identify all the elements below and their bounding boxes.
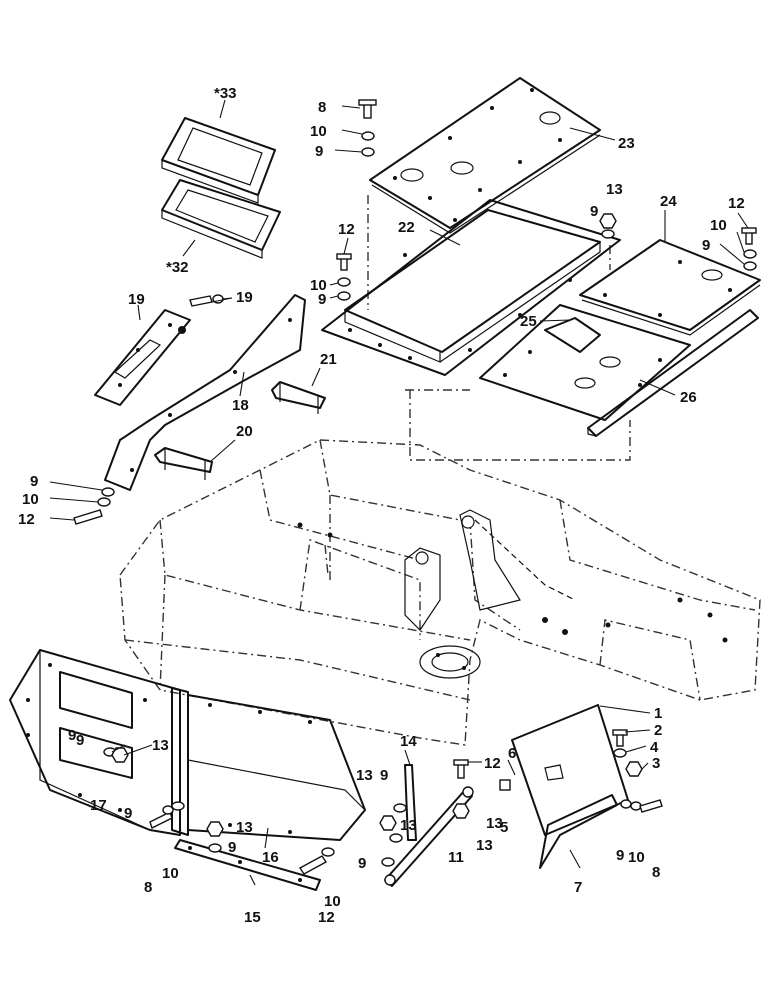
projection-lines bbox=[324, 195, 611, 576]
callout-10: 10 bbox=[324, 893, 341, 910]
callout-12: 12 bbox=[18, 511, 35, 528]
callout-10: 10 bbox=[162, 865, 179, 882]
callout-9: 9 bbox=[315, 143, 323, 160]
callout-9: 9 bbox=[30, 473, 38, 490]
angle-rail bbox=[587, 309, 759, 437]
callout-8: 8 bbox=[144, 879, 152, 896]
callout-8: 8 bbox=[318, 99, 326, 116]
lower-window-frame bbox=[161, 179, 281, 259]
callout-9: 9 bbox=[68, 727, 76, 744]
callout-labels: *33 *32 8 10 9 23 13 9 22 12 10 9 24 12 … bbox=[18, 85, 745, 926]
callout-9: 9 bbox=[358, 855, 366, 872]
callout-10: 10 bbox=[310, 277, 327, 294]
top-cover-plate bbox=[369, 77, 601, 234]
callout-19: 19 bbox=[128, 291, 145, 308]
callout-5: 5 bbox=[500, 819, 508, 836]
callout-13: 13 bbox=[152, 737, 169, 754]
lower-angle-plate bbox=[539, 794, 618, 869]
callout-21: 21 bbox=[320, 351, 337, 368]
callout-10: 10 bbox=[22, 491, 39, 508]
callout-12: 12 bbox=[484, 755, 501, 772]
upper-window-frame bbox=[161, 117, 276, 204]
callout-16: 16 bbox=[262, 849, 279, 866]
callout-9: 9 bbox=[318, 291, 326, 308]
callout-32: *32 bbox=[166, 259, 189, 276]
callout-9: 9 bbox=[124, 805, 132, 822]
chassis-frame-outline bbox=[119, 389, 761, 746]
callout-9: 9 bbox=[590, 203, 598, 220]
callout-9: 9 bbox=[76, 732, 84, 749]
small-side-panel bbox=[94, 309, 191, 406]
callout-23: 23 bbox=[618, 135, 635, 152]
callout-17: 17 bbox=[90, 797, 107, 814]
callout-12: 12 bbox=[728, 195, 745, 212]
lower-side-panel bbox=[187, 694, 366, 841]
callout-13: 13 bbox=[606, 181, 623, 198]
callout-10: 10 bbox=[310, 123, 327, 140]
rectangular-frame bbox=[321, 199, 621, 376]
callout-13: 13 bbox=[356, 767, 373, 784]
callout-9: 9 bbox=[380, 767, 388, 784]
callout-11: 11 bbox=[448, 849, 464, 866]
center-plate-with-opening bbox=[479, 304, 691, 421]
leader-lines bbox=[49, 99, 749, 886]
callout-9: 9 bbox=[702, 237, 710, 254]
callout-19: 19 bbox=[236, 289, 253, 306]
large-left-side-panel bbox=[9, 649, 189, 836]
callout-12: 12 bbox=[318, 909, 335, 926]
callout-9: 9 bbox=[228, 839, 236, 856]
callout-9: 9 bbox=[616, 847, 624, 864]
fastener-hardware bbox=[73, 99, 757, 875]
callout-3: 3 bbox=[652, 755, 660, 772]
callout-6: 6 bbox=[508, 745, 516, 762]
callout-24: 24 bbox=[660, 193, 677, 210]
bracket-20 bbox=[154, 447, 213, 480]
callout-2: 2 bbox=[654, 722, 662, 739]
callout-13: 13 bbox=[476, 837, 493, 854]
callout-12: 12 bbox=[338, 221, 355, 238]
callout-14: 14 bbox=[400, 733, 417, 750]
right-top-plate bbox=[579, 239, 761, 336]
callout-15: 15 bbox=[244, 909, 261, 926]
callout-22: 22 bbox=[398, 219, 415, 236]
callout-10: 10 bbox=[628, 849, 645, 866]
callout-13: 13 bbox=[486, 815, 503, 832]
bracket-21 bbox=[271, 381, 326, 414]
callout-13: 13 bbox=[236, 819, 253, 836]
callout-10: 10 bbox=[710, 217, 727, 234]
callout-26: 26 bbox=[680, 389, 697, 406]
callout-7: 7 bbox=[574, 879, 582, 896]
long-side-panel bbox=[104, 294, 306, 491]
flat-bar bbox=[174, 839, 321, 891]
callout-33: *33 bbox=[214, 85, 237, 102]
callout-1: 1 bbox=[654, 705, 662, 722]
callout-8: 8 bbox=[652, 864, 660, 881]
diagonal-strut bbox=[384, 786, 474, 887]
callout-4: 4 bbox=[650, 739, 659, 756]
callout-18: 18 bbox=[232, 397, 249, 414]
callout-20: 20 bbox=[236, 423, 253, 440]
callout-13: 13 bbox=[400, 817, 417, 834]
callout-25: 25 bbox=[520, 313, 537, 330]
